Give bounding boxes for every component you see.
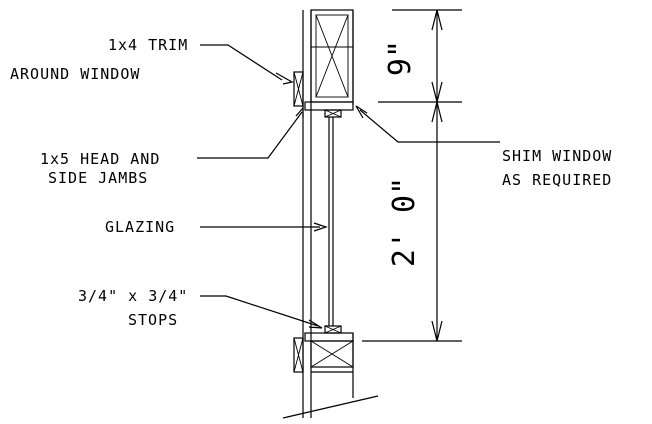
label-shim-1: SHIM WINDOW: [502, 147, 612, 165]
label-jamb-1: 1x5 HEAD AND: [40, 150, 160, 168]
dim-upper-label: 9": [383, 40, 418, 76]
dim-lower-label: 2' 0": [387, 177, 422, 267]
head-jamb: [304, 101, 354, 118]
lower-trim: [293, 337, 304, 373]
label-jamb-2: SIDE JAMBS: [48, 169, 148, 187]
sill-stop: [304, 325, 354, 342]
glazing-pane: [328, 117, 334, 326]
ground-line: [282, 395, 379, 419]
label-trim-2: AROUND WINDOW: [10, 65, 140, 83]
label-stops-1: 3/4" x 3/4": [78, 287, 188, 305]
upper-trim: [293, 71, 304, 107]
label-trim-1: 1x4 TRIM: [108, 36, 188, 54]
leaders: [197, 44, 500, 329]
label-glazing: GLAZING: [105, 218, 175, 236]
label-stops-2: STOPS: [128, 311, 178, 329]
dimension-system: [362, 9, 462, 342]
label-shim-2: AS REQUIRED: [502, 171, 612, 189]
header-block: [310, 9, 354, 103]
sill-block: [310, 340, 354, 373]
